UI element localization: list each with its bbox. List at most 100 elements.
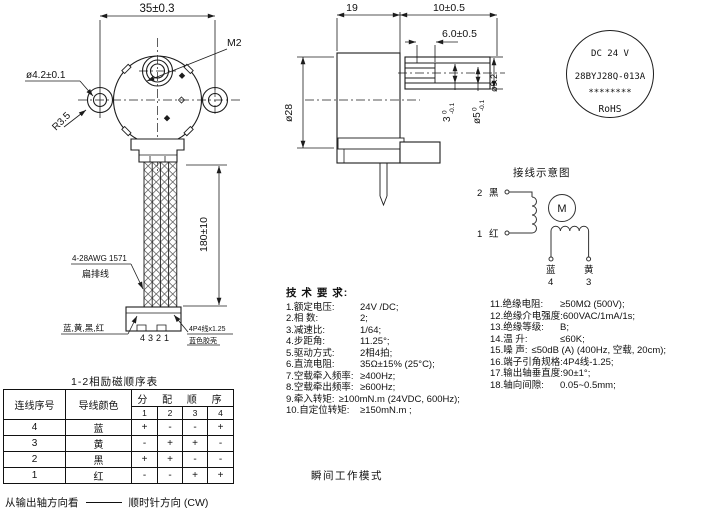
mode-note: 瞬间工作模式	[311, 470, 383, 482]
cable-type-label: 扁排线	[82, 268, 109, 279]
svg-text:3: 3	[442, 116, 453, 122]
tech-item-6: 6.直流电阻:35Ω±15% (25°C);	[286, 359, 435, 370]
pin1-color: 红	[489, 228, 499, 240]
tech-item-12: 12.绝缘介电强度:600VAC/1mA/1s;	[490, 310, 636, 322]
tech-item-3: 3.减速比:1/64;	[286, 324, 382, 336]
cable-length-label: 180±10	[198, 217, 210, 252]
dim-19	[336, 12, 401, 53]
flat-tolerance: 3 0 -0.1	[442, 102, 457, 122]
dim-length-label: 19	[346, 2, 358, 14]
col-header-color: 导线颜色	[65, 389, 132, 420]
cable-spec-label: 4-28AWG 1571	[72, 254, 127, 263]
pin3-number: 3	[586, 277, 591, 288]
face-marks	[163, 72, 186, 122]
tech-item-2: 2.相 数:2;	[286, 313, 368, 324]
dim-180	[183, 164, 227, 307]
side-wires	[379, 163, 388, 207]
pin2-number: 2	[477, 188, 482, 199]
tech-item-5: 5.驱动方式:2相4拍;	[286, 347, 393, 359]
step-2: 2	[157, 406, 183, 420]
wiring-title: 接线示意图	[513, 166, 571, 179]
dim-10	[400, 12, 498, 56]
tech-requirements-left: 技 术 要 求: 1.额定电压:24V /DC; 2.相 数:2; 3.减速比:…	[286, 287, 460, 417]
pin2-color: 黑	[489, 188, 499, 199]
nameplate-model: 28BYJ28Q-013A	[575, 72, 646, 82]
side-view-labels: 19 10±0.5 6.0±0.5 ø28 ø9.2 3 0 -0.1 ø5 0…	[283, 2, 499, 124]
ribbon-cable	[143, 162, 178, 307]
tech-item-9: 9.牵入转矩:≥100mN.m (24VDC, 600Hz);	[286, 393, 460, 405]
step-3: 3	[182, 406, 208, 420]
wiring-diagram: 接线示意图 2 黑 1 红 M 蓝 4 黄 3	[477, 166, 594, 288]
dim-35	[99, 13, 216, 118]
svg-text:ø5: ø5	[472, 112, 483, 124]
col-header-sequence: 分 配 顺 序	[131, 389, 234, 407]
tech-item-13: 13.绝缘等级:B;	[490, 322, 569, 333]
svg-text:0: 0	[472, 107, 479, 111]
pin4-color: 蓝	[546, 264, 556, 276]
tech-item-7: 7.空载牵入频率:≥400Hz;	[286, 370, 396, 382]
sequence-table-title: 1-2相励磁顺序表	[71, 376, 159, 388]
nameplate-stars: ********	[588, 88, 631, 98]
svg-text:-0.1: -0.1	[449, 102, 456, 114]
dim-width-label: 35±0.3	[139, 3, 174, 15]
step-4: 4	[207, 406, 234, 420]
caption-prefix: 从输出轴方向看	[5, 497, 79, 509]
tech-item-4: 4.步距角:11.25°;	[286, 336, 390, 347]
view-direction-caption: 从输出轴方向看 顺时针方向 (CW)	[5, 495, 208, 510]
pin1-number: 1	[477, 229, 482, 240]
wire-colors-label: 蓝,黄,黑,红	[63, 323, 105, 333]
tech-requirements-right: 11.绝缘电阻:≥50MΩ (500V); 12.绝缘介电强度:600VAC/1…	[490, 299, 666, 391]
svg-text:0: 0	[442, 110, 449, 114]
side-centerlines	[305, 72, 505, 101]
tech-item-1: 1.额定电压:24V /DC;	[286, 301, 399, 313]
svg-text:-0.1: -0.1	[479, 99, 486, 111]
tech-item-17: 17.输出轴垂直度:90±1°;	[490, 368, 591, 379]
tech-item-8: 8.空载牵出频率:≥600Hz;	[286, 382, 396, 393]
ear-radius-label: R3.5	[50, 110, 73, 133]
pin-numbers-label: 4321	[140, 333, 172, 343]
shaft-tolerance: ø5 0 -0.1	[472, 99, 487, 124]
front-view	[25, 13, 240, 346]
step-1: 1	[131, 406, 158, 420]
nameplate-voltage: DC 24 V	[591, 49, 630, 59]
thread-label: M2	[227, 37, 242, 49]
wiring-lines	[504, 189, 592, 262]
dim-dia-label: ø28	[283, 104, 295, 122]
front-leaders	[25, 48, 233, 346]
direction-line	[85, 502, 122, 503]
side-lip	[337, 137, 405, 150]
tech-item-15: 15.噪 声:≤50dB (A) (400Hz, 空载, 20cm);	[490, 345, 667, 356]
motor-symbol: M	[557, 203, 566, 215]
dim-6	[405, 39, 458, 63]
side-view	[297, 12, 505, 207]
tech-title: 技 术 要 求:	[286, 287, 349, 299]
front-centerlines	[78, 38, 240, 172]
connector-spec-label: 4P4线x1.25	[189, 324, 226, 333]
dim-flat-label: 6.0±0.5	[442, 28, 477, 40]
caption-suffix: 顺时针方向 (CW)	[128, 497, 209, 509]
rim-tabs	[121, 63, 194, 137]
side-right-box	[399, 141, 441, 164]
nameplate-rohs: RoHS	[599, 104, 622, 115]
tech-item-16: 16.端子引角规格:4P4线-1.25;	[490, 356, 614, 368]
nameplate: DC 24 V 28BYJ28Q-013A ******** RoHS	[566, 30, 654, 118]
tech-item-14: 14.温 升:≤60K;	[490, 333, 585, 345]
connector-shell-label: 蓝色胶壳	[189, 336, 217, 345]
dim-9-2	[489, 56, 503, 90]
wire-exit-housing	[130, 138, 185, 163]
tech-item-18: 18.轴向间隙:0.05~0.5mm;	[490, 379, 616, 391]
tech-item-10: 10.自定位转矩:≥150mN.m ;	[286, 405, 412, 416]
front-view-labels: 35±0.3 M2 ø4.2±0.1 R3.5 180±10 4-28AWG 1…	[26, 3, 242, 345]
dim-28	[297, 56, 334, 149]
pin3-color: 黄	[584, 264, 594, 276]
pin4-number: 4	[548, 277, 553, 288]
dim-boss-label: ø9.2	[489, 74, 499, 92]
col-header-wire: 连线序号	[3, 389, 66, 420]
